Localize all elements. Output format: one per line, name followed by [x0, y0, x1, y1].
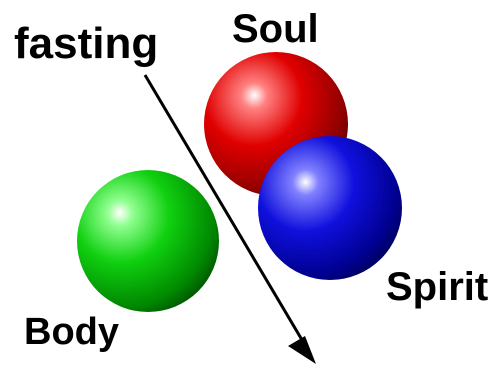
- fasting-label: fasting: [14, 22, 158, 66]
- body-sphere: [77, 170, 219, 312]
- spirit-label: Spirit: [386, 267, 488, 307]
- spirit-sphere: [258, 136, 402, 280]
- body-label: Body: [24, 313, 119, 351]
- arrow-head: [288, 336, 316, 364]
- soul-label: Soul: [232, 9, 319, 49]
